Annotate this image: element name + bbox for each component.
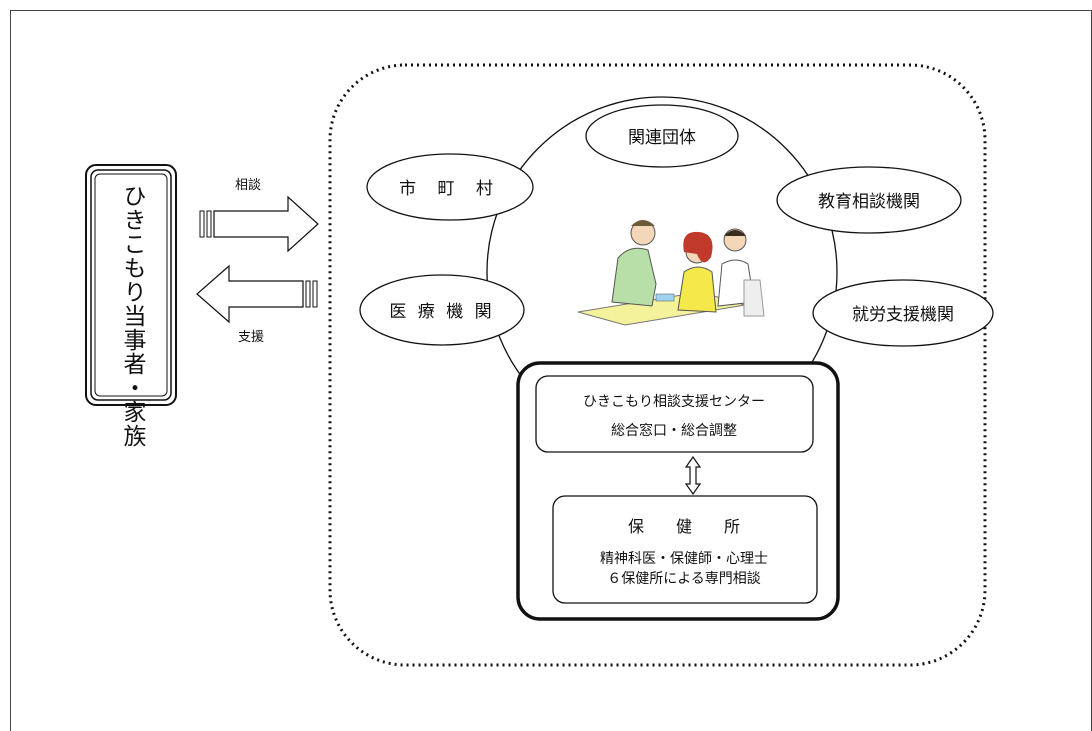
svg-text:医 療 機 関: 医 療 機 関 xyxy=(389,302,494,322)
health-center-box: 保 健 所 精神科医・保健師・心理士 ６保健所による専門相談 xyxy=(552,495,818,604)
support-center-box: ひきこもり相談支援センター 総合窓口・総合調整 xyxy=(535,375,814,453)
support-label: 支援 xyxy=(238,330,264,345)
support-arrow xyxy=(196,264,318,324)
node-education: 教育相談機関 xyxy=(776,166,962,234)
health-center-line2: ６保健所による専門相談 xyxy=(607,571,761,587)
svg-text:市 町 村: 市 町 村 xyxy=(399,179,501,199)
family-consultation-illustration xyxy=(577,220,765,326)
network-boundary xyxy=(328,63,987,667)
consult-label: 相談 xyxy=(235,177,261,193)
support-center-subtitle: 総合窓口・総合調整 xyxy=(611,422,737,439)
svg-text:関連団体: 関連団体 xyxy=(628,128,696,148)
bidirectional-arrow xyxy=(684,455,702,496)
person-box-text: ひきこもり当事者・家族 xyxy=(119,184,147,448)
svg-text:就労支援機関: 就労支援機関 xyxy=(852,305,954,325)
consult-arrow xyxy=(199,195,319,253)
svg-text:教育相談機関: 教育相談機関 xyxy=(818,192,920,212)
person-box: ひきこもり当事者・家族 xyxy=(85,164,177,448)
node-municipality: 市 町 村 xyxy=(366,153,534,221)
support-center-title: ひきこもり相談支援センター xyxy=(583,394,765,410)
node-medical: 医 療 機 関 xyxy=(359,274,525,346)
node-related-groups: 関連団体 xyxy=(585,104,739,168)
health-center-line1: 精神科医・保健師・心理士 xyxy=(600,551,768,567)
health-center-title: 保 健 所 xyxy=(628,517,740,536)
node-employment: 就労支援機関 xyxy=(812,279,994,347)
